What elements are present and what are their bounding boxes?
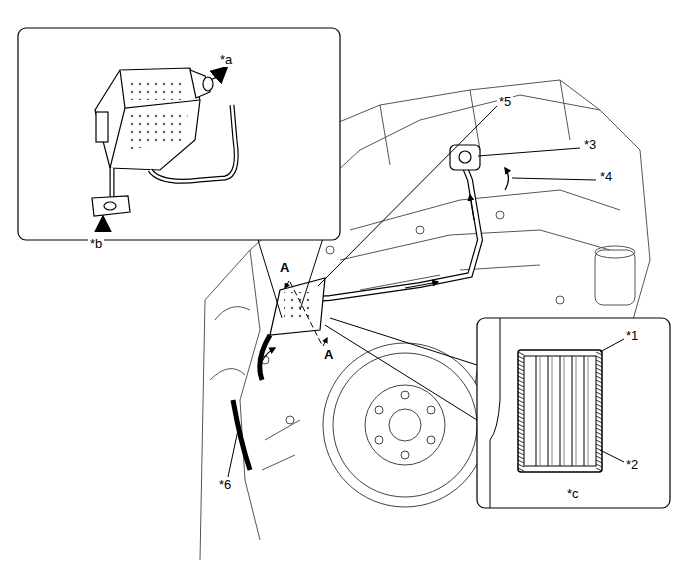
leader-line <box>228 106 624 477</box>
callout-number: *3 <box>582 137 598 152</box>
view-callout: *c <box>565 486 581 501</box>
callout-number: *1 <box>624 328 640 343</box>
flywheel <box>323 343 487 507</box>
callout-number: *6 <box>217 477 233 492</box>
detail-inset <box>18 28 340 318</box>
callout-number: *2 <box>624 457 640 472</box>
section-letter: A <box>322 347 335 362</box>
callout-number: *4 <box>598 169 614 184</box>
inset-callout: *a <box>218 52 234 67</box>
section-inset <box>325 318 670 508</box>
callout-number: *5 <box>497 94 513 109</box>
section-letter: A <box>278 260 291 275</box>
inset-callout: *b <box>88 236 104 251</box>
